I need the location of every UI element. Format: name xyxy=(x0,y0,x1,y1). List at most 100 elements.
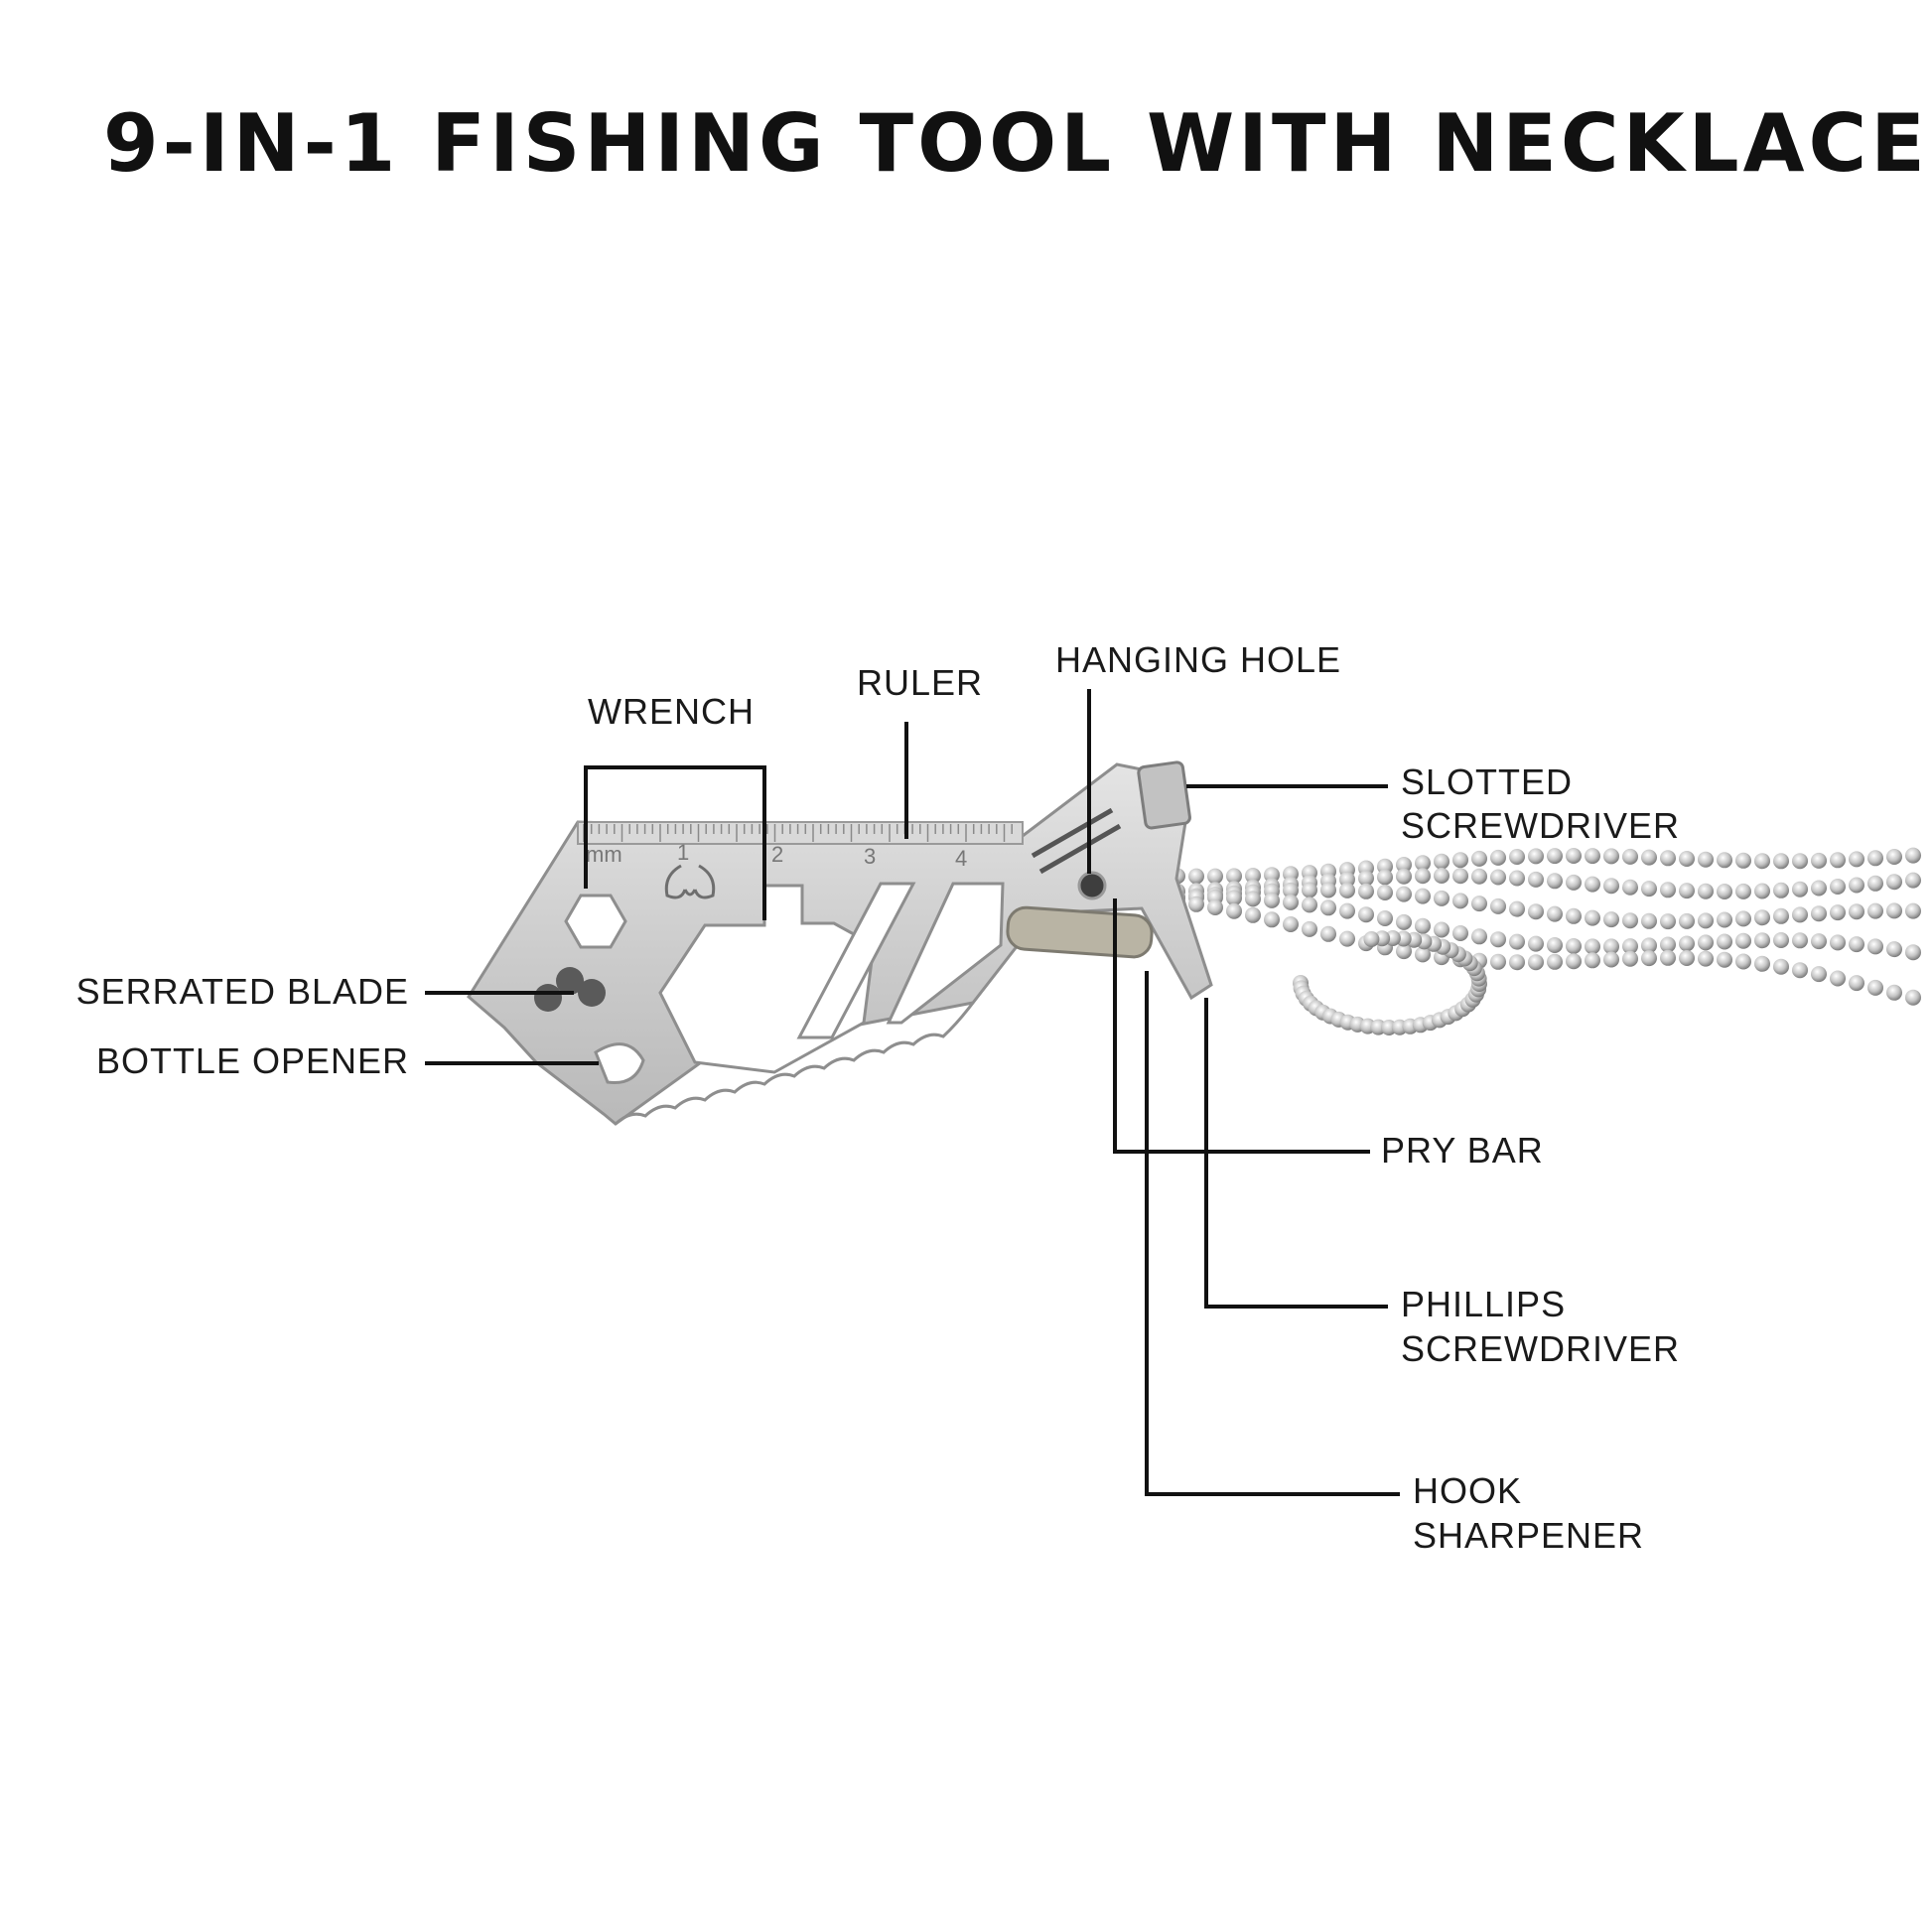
leader-lines xyxy=(425,689,1400,1496)
chain-bead xyxy=(1509,870,1525,887)
chain-bead xyxy=(1660,882,1676,898)
chain-bead xyxy=(1188,896,1204,912)
chain-bead xyxy=(1283,916,1299,932)
chain-bead xyxy=(1566,907,1582,924)
chain-bead xyxy=(1490,869,1506,886)
chain-bead xyxy=(1698,883,1714,899)
chain-bead xyxy=(1490,849,1506,866)
chain-bead xyxy=(1566,848,1582,864)
chain-bead xyxy=(1339,871,1355,888)
label-phillips-line1: PHILLIPS xyxy=(1401,1284,1567,1324)
chain-bead xyxy=(1622,950,1638,967)
chain-bead xyxy=(1471,868,1487,885)
chain-bead xyxy=(1509,933,1525,950)
chain-bead xyxy=(1415,855,1431,872)
label-pry-bar: PRY BAR xyxy=(1381,1130,1544,1171)
chain-bead xyxy=(1509,900,1525,917)
chain-bead xyxy=(1603,911,1619,928)
chain-bead xyxy=(1735,953,1751,970)
chain-bead xyxy=(1509,849,1525,865)
label-hook-line1: HOOK xyxy=(1413,1470,1523,1511)
chain-bead xyxy=(1302,882,1317,898)
chain-bead xyxy=(1415,868,1431,885)
chain-bead xyxy=(1830,970,1846,987)
chain-bead xyxy=(1264,911,1280,928)
chain-bead xyxy=(1886,984,1902,1001)
chain-bead xyxy=(1641,937,1657,954)
chain-bead xyxy=(1320,899,1336,916)
chain-bead xyxy=(1603,938,1619,955)
chain-bead xyxy=(1302,897,1317,913)
chain-bead xyxy=(1641,849,1657,866)
chain-bead xyxy=(1396,886,1412,902)
chain-bead xyxy=(1792,906,1808,923)
chain-bead xyxy=(1245,868,1261,884)
chain-bead xyxy=(1434,853,1449,870)
chain-bead xyxy=(1905,944,1921,961)
chain-bead xyxy=(1490,897,1506,914)
leader-hook xyxy=(1145,971,1400,1496)
label-hanging-hole: HANGING HOLE xyxy=(1055,639,1342,680)
label-ruler: RULER xyxy=(857,662,984,703)
leader-phillips xyxy=(1204,998,1388,1309)
chain-bead xyxy=(1735,910,1751,927)
chain-bead xyxy=(1603,848,1619,865)
chain-bead xyxy=(1698,851,1714,868)
chain-bead xyxy=(1245,906,1261,923)
chain-bead xyxy=(1320,925,1336,942)
chain-bead xyxy=(1434,868,1449,884)
chain-bead xyxy=(1754,883,1770,899)
ruler-ticks xyxy=(583,824,1013,842)
small-hex-hole xyxy=(564,894,627,949)
chain-bead xyxy=(1603,878,1619,895)
chain-bead xyxy=(1547,953,1563,970)
ruler-mark-1: 1 xyxy=(677,840,689,865)
chain-bead xyxy=(1566,938,1582,954)
chain-bead xyxy=(1207,868,1223,885)
chain-bead xyxy=(1886,941,1902,958)
leader-wrench xyxy=(584,765,766,920)
chain-bead xyxy=(1849,877,1864,894)
chain-bead xyxy=(1698,950,1714,967)
chain-bead xyxy=(1773,882,1789,898)
chain-bead xyxy=(1867,875,1883,892)
chain-bead xyxy=(1622,938,1638,955)
chain-bead xyxy=(1905,872,1921,889)
label-wrench: WRENCH xyxy=(588,691,755,732)
chain-bead xyxy=(1585,848,1600,865)
chain-bead xyxy=(1528,954,1544,971)
chain-bead xyxy=(1490,953,1506,970)
chain-bead xyxy=(1302,920,1317,937)
chain-bead xyxy=(1358,906,1374,923)
chain-bead xyxy=(1452,868,1468,885)
ruler-mark-4: 4 xyxy=(955,846,967,871)
chain-bead xyxy=(1415,917,1431,934)
chain-bead xyxy=(1547,905,1563,922)
chain-bead xyxy=(1283,882,1299,898)
label-phillips-line2: SCREWDRIVER xyxy=(1401,1328,1681,1369)
chain-bead xyxy=(1773,853,1789,870)
chain-bead xyxy=(1849,936,1864,953)
chain-bead xyxy=(1660,850,1676,867)
chain-bead xyxy=(1849,975,1864,992)
chain-bead xyxy=(1754,853,1770,870)
chain-bead xyxy=(1754,932,1770,949)
chain-bead xyxy=(1830,852,1846,869)
leader-pry-bar xyxy=(1113,898,1370,1154)
slot-1 xyxy=(796,882,916,1039)
chain-bead xyxy=(1773,958,1789,975)
chain-bead xyxy=(1358,883,1374,899)
chain-bead xyxy=(1226,890,1242,906)
label-hook-line2: SHARPENER xyxy=(1413,1515,1645,1556)
chain-bead xyxy=(1415,888,1431,904)
chain-bead xyxy=(1867,979,1883,996)
ruler-numerals: mm 1 2 3 4 xyxy=(586,840,967,871)
chain-bead xyxy=(1679,912,1695,929)
chain-bead xyxy=(1641,881,1657,897)
multitool-body: mm 1 2 3 4 xyxy=(467,760,1213,1126)
label-slotted-line2: SCREWDRIVER xyxy=(1401,805,1681,846)
chain-bead xyxy=(1773,907,1789,924)
ruler-mark-mm: mm xyxy=(586,842,622,867)
chain-bead xyxy=(1396,943,1412,960)
